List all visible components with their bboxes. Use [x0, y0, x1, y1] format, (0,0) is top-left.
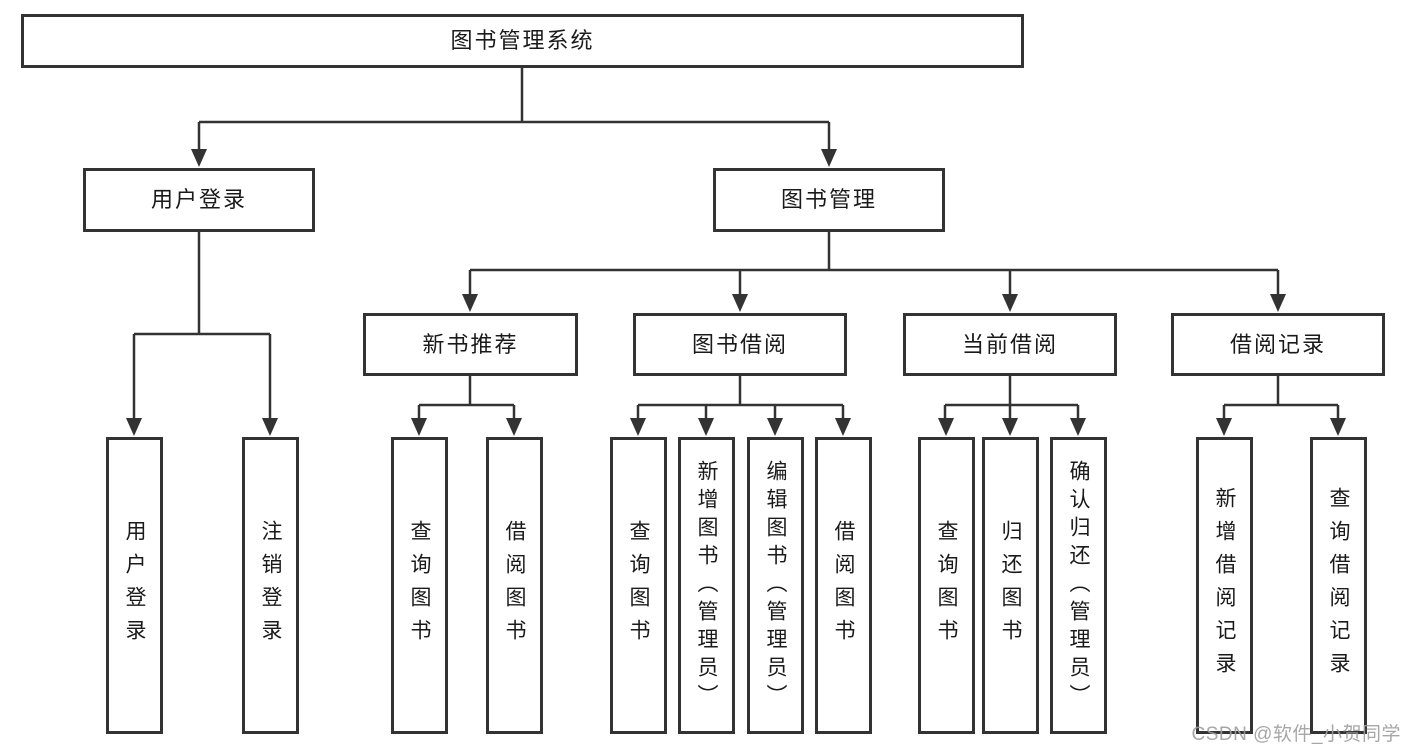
node-book-borrowing-label: 图书借阅 — [691, 331, 788, 357]
leaf-return-books: 归还图书 — [982, 437, 1039, 734]
leaf-logout-label: 注销登录 — [259, 519, 282, 652]
leaf-query-books-recommend-label: 查询图书 — [408, 519, 431, 652]
node-root: 图书管理系统 — [21, 14, 1024, 68]
node-new-book-recommendation-label: 新书推荐 — [422, 331, 519, 357]
node-current-borrowing: 当前借阅 — [903, 313, 1117, 376]
leaf-add-books-admin-label: 新增图书（管理员） — [695, 459, 718, 712]
leaf-edit-books-admin-label: 编辑图书（管理员） — [764, 459, 787, 712]
leaf-query-books-current-label: 查询图书 — [935, 519, 958, 652]
leaf-query-borrow-record: 查询借阅记录 — [1310, 437, 1367, 734]
node-borrowing-records-label: 借阅记录 — [1229, 331, 1326, 357]
leaf-return-books-label: 归还图书 — [999, 519, 1022, 652]
leaf-borrow-books-borrowing: 借阅图书 — [815, 437, 872, 734]
node-user-login-label: 用户登录 — [150, 187, 247, 212]
leaf-query-books-current: 查询图书 — [918, 437, 975, 734]
leaf-user-login-label: 用户登录 — [123, 519, 146, 652]
leaf-borrow-books-borrowing-label: 借阅图书 — [832, 519, 855, 652]
node-book-management: 图书管理 — [713, 168, 945, 232]
leaf-confirm-return-admin: 确认归还（管理员） — [1050, 437, 1107, 734]
leaf-logout: 注销登录 — [242, 437, 299, 734]
node-user-login: 用户登录 — [83, 168, 315, 232]
leaf-add-borrow-record: 新增借阅记录 — [1196, 437, 1253, 734]
leaf-query-books-recommend: 查询图书 — [391, 437, 448, 734]
leaf-borrow-books-recommend-label: 借阅图书 — [503, 519, 526, 652]
leaf-user-login: 用户登录 — [106, 437, 163, 734]
node-root-label: 图书管理系统 — [450, 28, 595, 53]
node-current-borrowing-label: 当前借阅 — [961, 331, 1058, 357]
leaf-add-books-admin: 新增图书（管理员） — [678, 437, 735, 734]
node-new-book-recommendation: 新书推荐 — [363, 313, 578, 376]
leaf-confirm-return-admin-label: 确认归还（管理员） — [1067, 459, 1090, 712]
watermark: CSDN @软件_小贺同学 — [1191, 724, 1401, 745]
node-book-borrowing: 图书借阅 — [633, 313, 847, 376]
leaf-borrow-books-recommend: 借阅图书 — [486, 437, 543, 734]
node-book-management-label: 图书管理 — [780, 187, 877, 212]
node-borrowing-records: 借阅记录 — [1171, 313, 1385, 376]
leaf-query-borrow-record-label: 查询借阅记录 — [1327, 486, 1350, 685]
arrowheads — [126, 149, 1346, 436]
leaf-add-borrow-record-label: 新增借阅记录 — [1213, 486, 1236, 685]
leaf-query-books-borrowing-label: 查询图书 — [627, 519, 650, 652]
leaf-query-books-borrowing: 查询图书 — [610, 437, 667, 734]
leaf-edit-books-admin: 编辑图书（管理员） — [747, 437, 804, 734]
